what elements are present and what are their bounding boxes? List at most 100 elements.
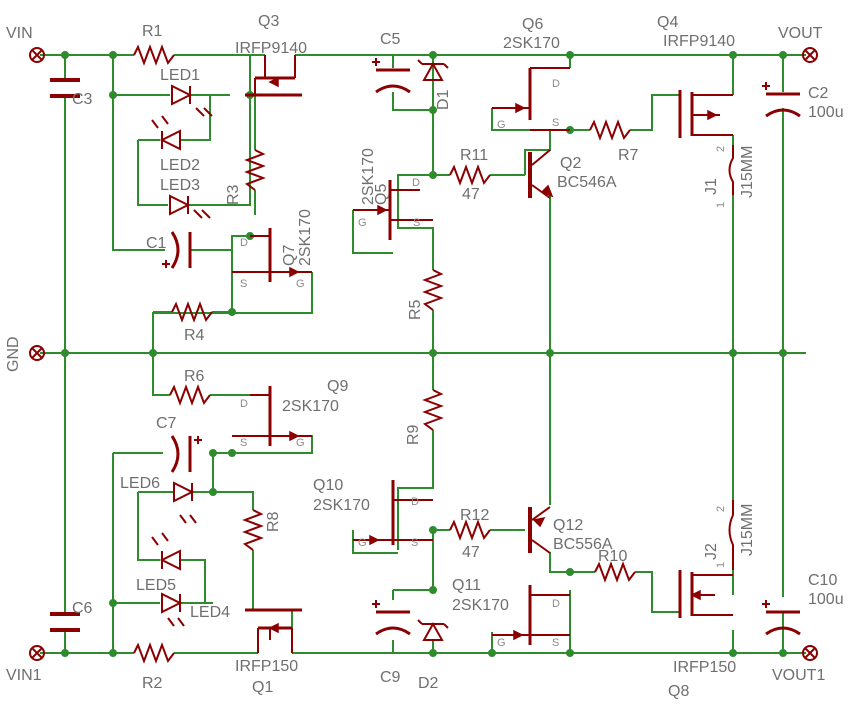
label-c2-value: 100u: [808, 104, 844, 121]
label-r2: R2: [142, 675, 163, 692]
junction-dot: [779, 349, 787, 357]
label-q4-part: IRFP9140: [663, 33, 735, 50]
jumper-j1[interactable]: [728, 145, 734, 195]
diode-d1[interactable]: [417, 59, 449, 81]
pin-label-d: D: [240, 237, 248, 249]
jfet-q7[interactable]: [232, 228, 312, 282]
resistor-r9[interactable]: [422, 389, 444, 431]
diode-d2[interactable]: [417, 619, 449, 641]
led-led6[interactable]: [173, 481, 197, 524]
junction-dot: [429, 526, 437, 534]
capacitor-c7[interactable]: [170, 435, 202, 473]
terminal-vout[interactable]: [802, 47, 818, 63]
labels: VIN GND VIN1 VOUT VOUT1 R1 R2 R3 R4 R5 R…: [5, 13, 844, 700]
bjt-q12[interactable]: [528, 506, 551, 554]
label-r11-value: 47: [462, 186, 480, 203]
jumpers: [728, 145, 734, 570]
pin-label-g: G: [296, 278, 305, 290]
label-q7-part: 2SK170: [297, 209, 314, 266]
mosfet-q1[interactable]: [245, 608, 302, 653]
jfet-q10[interactable]: [353, 480, 433, 546]
resistor-r3[interactable]: [244, 149, 266, 191]
capacitor-c9[interactable]: [372, 600, 411, 636]
label-q7: Q7: [281, 245, 298, 266]
led-led4[interactable]: [161, 592, 185, 627]
label-q9-part: 2SK170: [282, 398, 339, 415]
terminals: [29, 47, 818, 661]
jfet-q9[interactable]: [232, 386, 312, 446]
label-q8: Q8: [668, 683, 689, 700]
label-vout1: VOUT1: [772, 667, 825, 684]
resistor-r11[interactable]: [449, 164, 491, 186]
label-r11: R11: [460, 147, 488, 164]
mosfet-q8[interactable]: [678, 570, 733, 618]
terminal-vin[interactable]: [29, 47, 45, 63]
label-q6: Q6: [522, 16, 543, 33]
mosfet-q4[interactable]: [678, 90, 733, 138]
capacitor-c2[interactable]: [762, 82, 801, 118]
resistor-r6[interactable]: [169, 384, 211, 406]
label-vin: VIN: [6, 25, 33, 42]
resistor-r5[interactable]: [422, 269, 444, 311]
label-q5: Q5: [373, 184, 390, 205]
capacitor-c1[interactable]: [162, 231, 192, 269]
resistor-r4[interactable]: [171, 301, 213, 323]
mosfet-q3[interactable]: [245, 55, 302, 97]
label-q11: Q11: [452, 577, 481, 594]
junction-dot: [429, 106, 437, 114]
junction-dot: [228, 308, 236, 316]
resistor-r1[interactable]: [133, 44, 175, 66]
terminal-vin1[interactable]: [29, 645, 45, 661]
terminal-vout1[interactable]: [802, 645, 818, 661]
capacitor-c5[interactable]: [372, 58, 411, 94]
junction-dot: [209, 449, 217, 457]
pin-label-s: S: [552, 637, 559, 649]
label-q12-part: BC556A: [553, 536, 613, 553]
led-led3[interactable]: [169, 194, 211, 219]
label-r3: R3: [225, 184, 242, 205]
led-led2[interactable]: [151, 115, 181, 151]
junction-dot: [546, 349, 554, 357]
capacitor-c10[interactable]: [762, 600, 801, 636]
leds: [151, 59, 449, 641]
resistor-r2[interactable]: [133, 642, 175, 664]
resistor-r8[interactable]: [242, 509, 264, 551]
junction-dot: [779, 51, 787, 59]
label-d1: D1: [435, 89, 452, 110]
capacitor-c6[interactable]: [50, 612, 80, 632]
junction-dot: [429, 349, 437, 357]
label-r10: R10: [598, 548, 627, 565]
resistor-r7[interactable]: [589, 119, 631, 141]
pin-label-s: S: [411, 537, 418, 549]
label-j1-part: J15MM: [739, 146, 756, 198]
terminal-gnd[interactable]: [29, 345, 45, 361]
label-q10-part: 2SK170: [313, 497, 370, 514]
jfet-q11[interactable]: [492, 585, 570, 645]
capacitor-c3[interactable]: [50, 78, 80, 98]
label-j2: J2: [703, 543, 720, 560]
junction-dot: [488, 649, 496, 657]
led-led1[interactable]: [171, 84, 213, 117]
resistor-r12[interactable]: [449, 519, 491, 541]
junction-dot: [109, 91, 117, 99]
led-led5[interactable]: [151, 532, 181, 571]
bjt-q2[interactable]: [528, 149, 554, 199]
pin-label-d: D: [552, 78, 560, 90]
junction-dot: [429, 649, 437, 657]
junction-dot: [429, 586, 437, 594]
jfet-q5[interactable]: [353, 180, 433, 240]
label-c3: C3: [72, 91, 93, 108]
jumper-j2[interactable]: [728, 500, 734, 570]
label-led1: LED1: [160, 67, 200, 84]
label-r9: R9: [405, 424, 422, 445]
label-q10: Q10: [313, 477, 343, 494]
label-c5: C5: [380, 31, 401, 48]
label-q11-part: 2SK170: [452, 597, 509, 614]
label-q3-part: IRFP9140: [235, 40, 307, 57]
jfet-q6[interactable]: [492, 67, 570, 131]
label-c2: C2: [808, 85, 829, 102]
pin-label-g: G: [296, 437, 305, 449]
resistor-r10[interactable]: [594, 561, 636, 583]
pin-label-1: 1: [715, 202, 727, 208]
label-c7: C7: [156, 415, 177, 432]
